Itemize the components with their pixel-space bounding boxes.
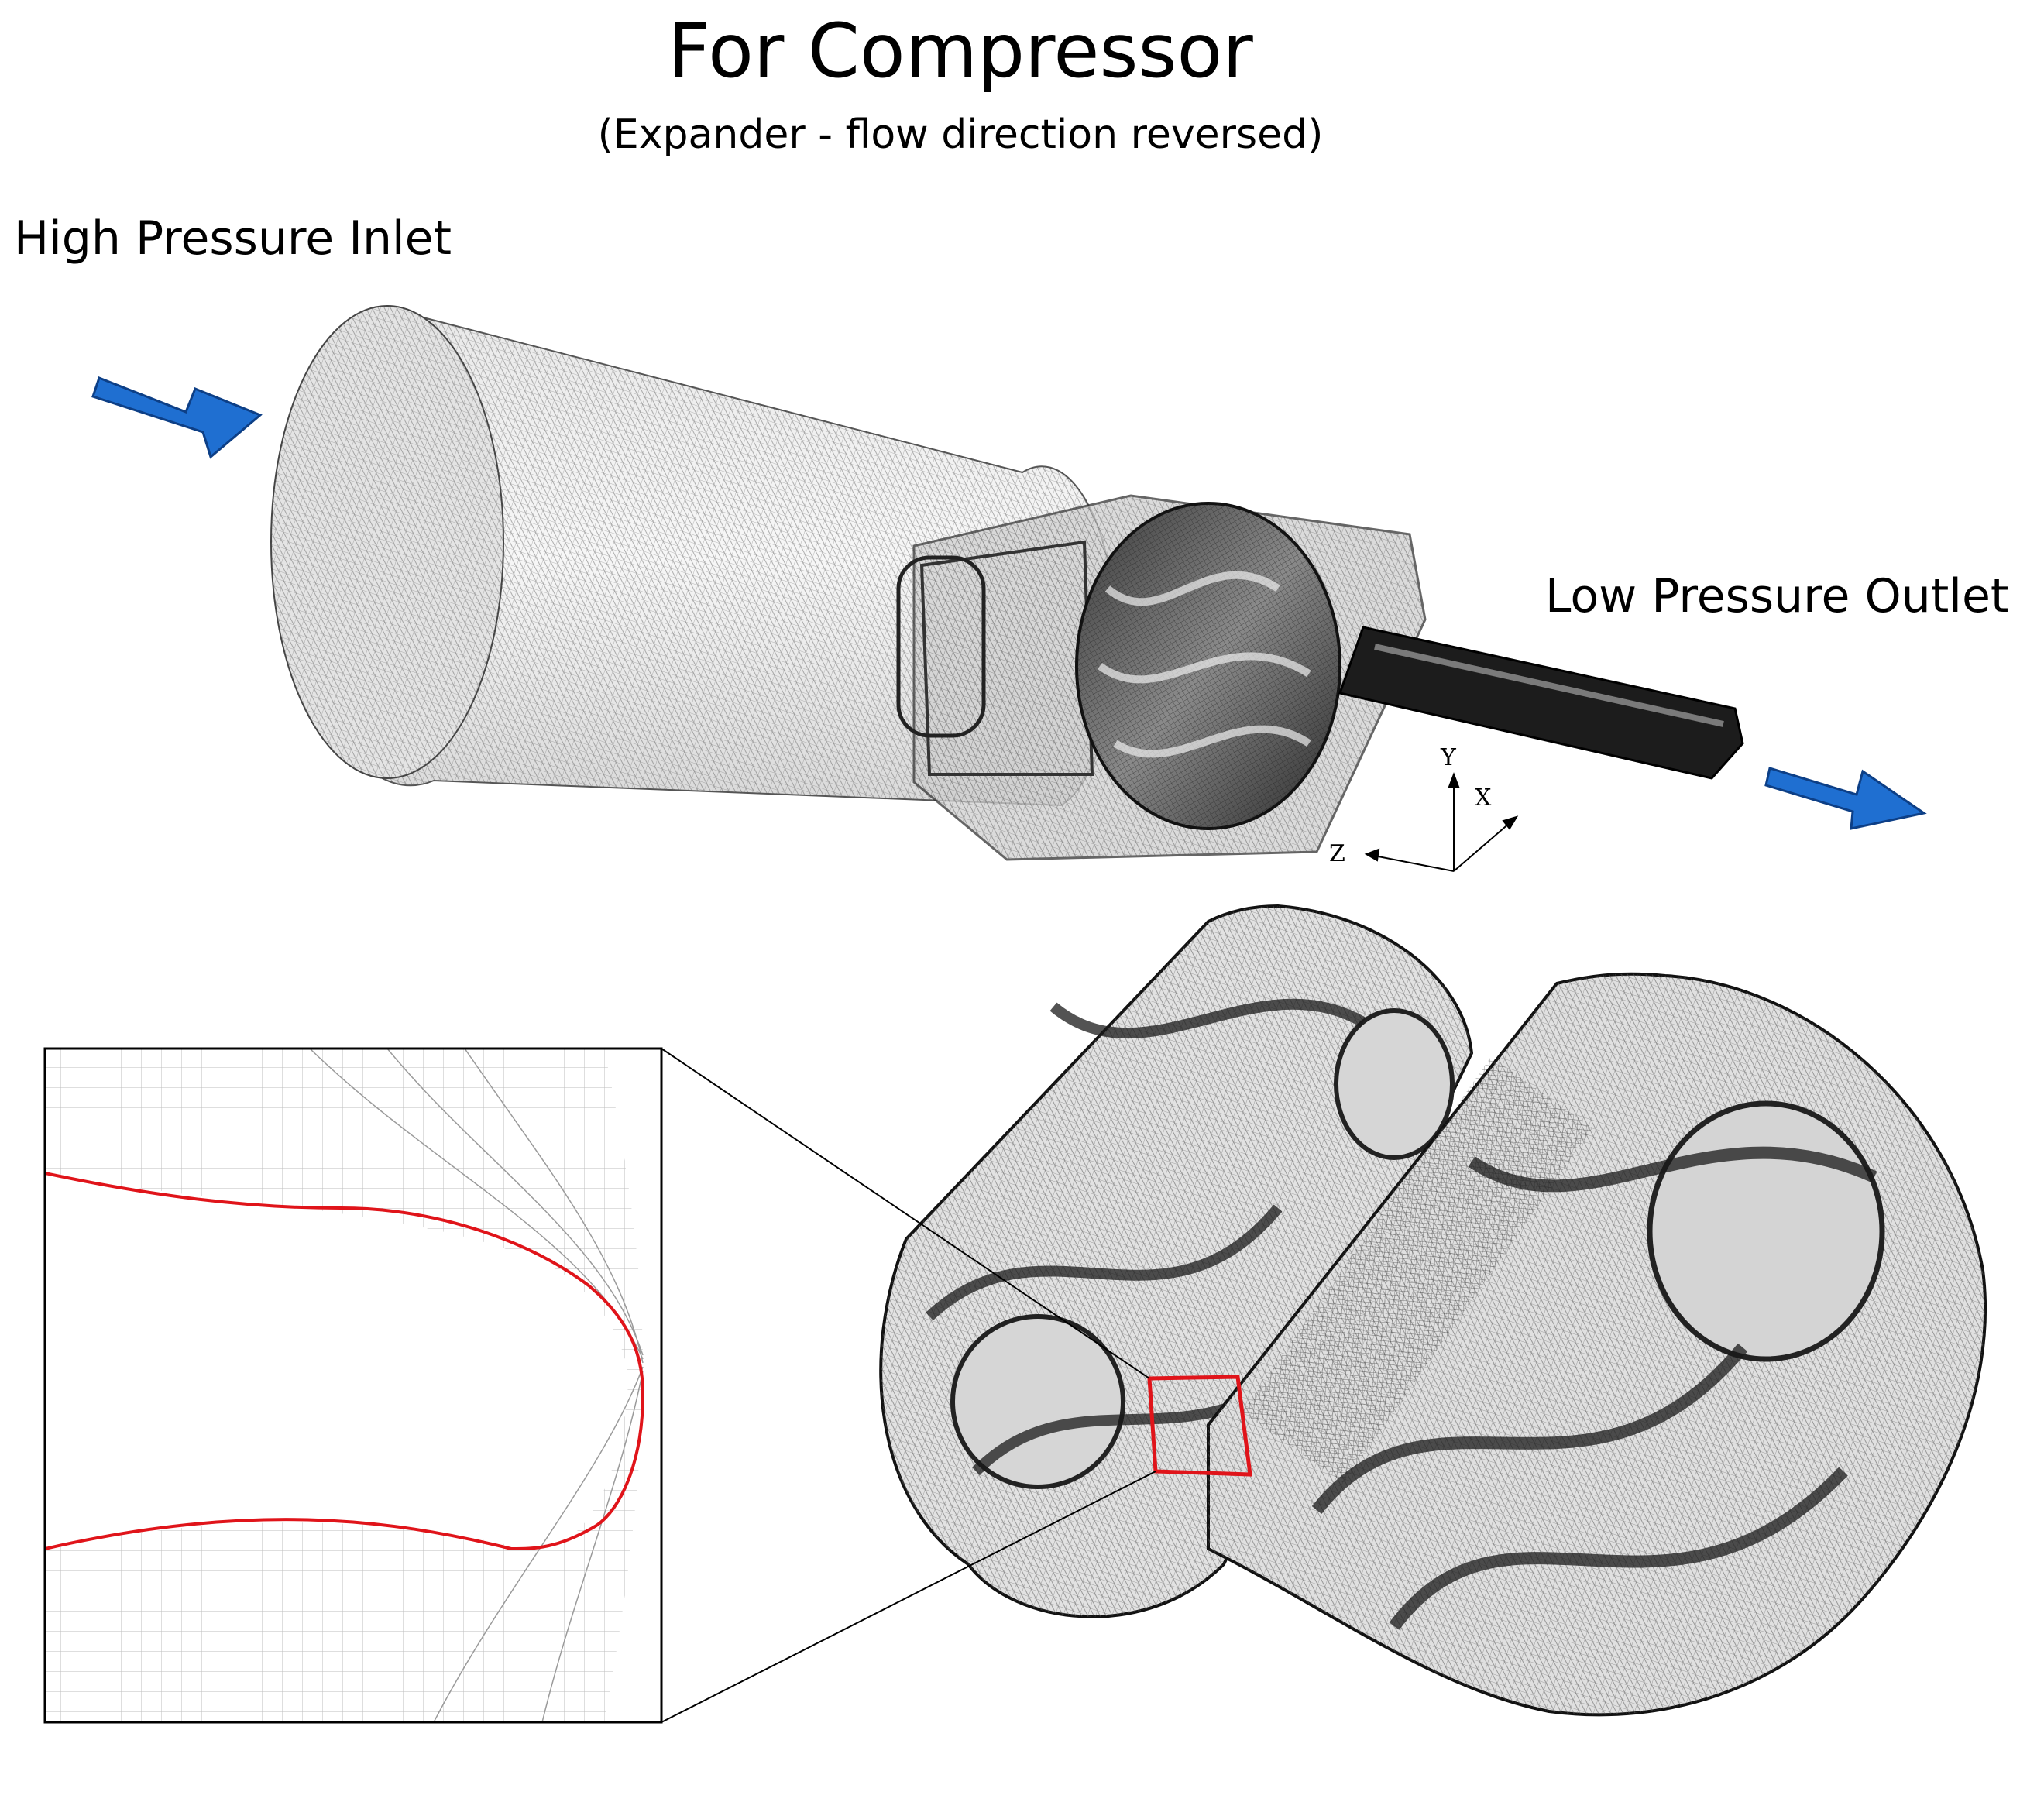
axis-label-y: Y [1440, 744, 1457, 771]
rotor-pair-mesh [1075, 502, 1341, 830]
outlet-label: Low Pressure Outlet [1545, 569, 2009, 623]
zoom-inset-panel [43, 1047, 663, 1724]
inlet-label: High Pressure Inlet [14, 211, 452, 266]
axis-label-z: Z [1329, 840, 1345, 867]
outlet-arrow-icon [1764, 767, 1927, 830]
outlet-duct-mesh [1338, 626, 1744, 780]
coordinate-axes-icon: Y X Z [1329, 744, 1519, 872]
inlet-cylinder-mesh [270, 305, 1117, 807]
rotor-profile-curve [45, 1172, 645, 1551]
inlet-arrow-icon [91, 376, 263, 459]
diagram-title: For Compressor [668, 8, 1253, 94]
screw-rotor-mesh-left [879, 904, 1474, 1618]
axis-label-x: X [1475, 784, 1492, 812]
zoom-region-marker [1147, 1375, 1252, 1477]
screw-rotor-mesh-right [1207, 972, 1987, 1717]
zoom-connector-lines [661, 1048, 1156, 1723]
diagram-subtitle: (Expander - flow direction reversed) [597, 112, 1324, 158]
